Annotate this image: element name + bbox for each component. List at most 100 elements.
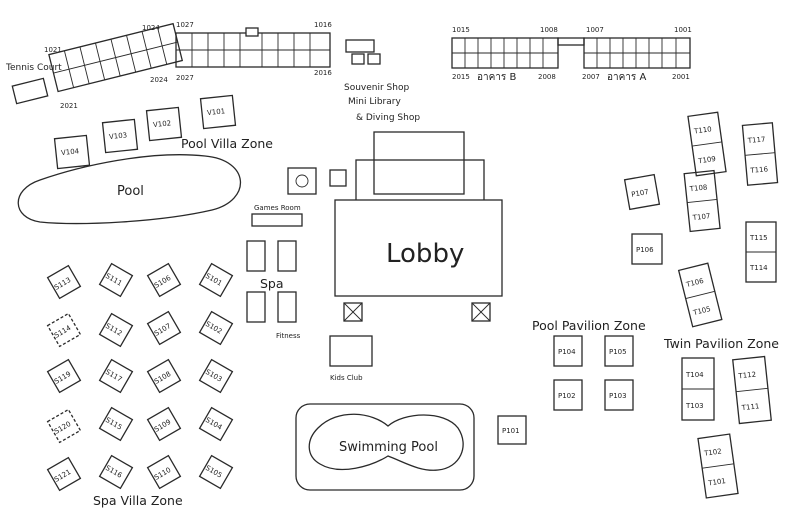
planter <box>343 302 363 322</box>
unit-label: T114 <box>749 264 768 272</box>
pool-pavilion-zone-label: Pool Pavilion Zone <box>532 318 646 333</box>
pavilion-label: P105 <box>609 348 627 356</box>
building-b: 1015 1008 2015 2008 อาคาร B <box>451 26 559 83</box>
unit-label: T108 <box>688 183 707 193</box>
spa-villa-label: S109 <box>153 418 172 434</box>
spa-villa-label: S117 <box>104 368 123 384</box>
unit-label: T110 <box>693 125 713 136</box>
room-number: 1024 <box>142 24 160 32</box>
north-west-block: 1021 1024 2021 2024 <box>44 22 184 110</box>
lobby: Lobby <box>334 131 503 322</box>
spa-villa: S108 <box>146 358 182 394</box>
swimming-pool: Swimming Pool <box>295 403 475 491</box>
room-number: 1027 <box>176 21 194 29</box>
fitness-label: Fitness <box>276 332 301 340</box>
pavilion-label: P101 <box>502 427 520 435</box>
building-a-label: อาคาร A <box>607 72 646 83</box>
pool-pavilion-zone: Pool Pavilion Zone P104 P105 P102 P103 P… <box>497 173 663 445</box>
pavilion: P104 <box>553 335 583 367</box>
spa-villa-label: S106 <box>153 274 173 290</box>
pavilion: P105 <box>604 335 634 367</box>
spa: Spa Fitness <box>246 240 301 340</box>
room-number: 1016 <box>314 21 332 29</box>
twin-pavilion-zone: Twin Pavilion Zone T110 T109 T117 T116 T… <box>663 111 779 499</box>
room-number: 1001 <box>674 26 692 34</box>
unit-label: T109 <box>697 155 717 166</box>
pavilion: P103 <box>604 379 634 411</box>
souvenir-shop: Souvenir Shop Mini Library & Diving Shop <box>344 39 420 123</box>
souvenir-shop-label: Souvenir Shop <box>344 83 409 93</box>
pavilion: P106 <box>631 233 663 265</box>
spa-villa-label: S102 <box>204 320 223 336</box>
building-a: 1007 1001 2007 2001 อาคาร A <box>582 26 692 83</box>
spa-villa-zone: S113 S111 S106 S101 S114 S112 S107 S102 … <box>46 262 234 508</box>
unit-label: T117 <box>746 135 765 145</box>
spa-villa: S109 <box>146 406 182 442</box>
twin-pavilion: T102 T101 <box>697 433 739 499</box>
unit-label: T107 <box>691 212 710 222</box>
spa-villa: S104 <box>198 406 234 442</box>
spa-villa-label: S114 <box>53 324 73 340</box>
villa-pool: Pool <box>17 154 242 225</box>
pool-label: Pool <box>117 184 144 199</box>
room-number: 2027 <box>176 74 194 82</box>
pool-villa-zone-label: Pool Villa Zone <box>181 136 273 151</box>
spa-villa: S115 <box>98 406 134 442</box>
room-number: 2008 <box>538 73 556 81</box>
spa-villa: S116 <box>98 454 134 490</box>
spa-villa-label: S121 <box>53 468 72 484</box>
villa: V102 <box>145 106 183 142</box>
pavilion: P107 <box>623 173 661 211</box>
room-number: 1007 <box>586 26 604 34</box>
spa-villa: S106 <box>146 262 182 298</box>
pavilion: P101 <box>497 415 527 445</box>
twin-pavilion: T106 T105 <box>677 262 723 328</box>
games-room: Games Room <box>251 167 347 227</box>
kids-club-label: Kids Club <box>330 374 363 382</box>
pavilion-label: P102 <box>558 392 576 400</box>
twin-pavilion-zone-label: Twin Pavilion Zone <box>663 336 779 351</box>
connector <box>557 37 585 46</box>
twin-pavilion: T104 T103 <box>681 357 715 421</box>
room-number: 2007 <box>582 73 600 81</box>
spa-villa-label: S119 <box>53 370 72 386</box>
villa: V103 <box>101 118 139 154</box>
tennis-court: Tennis Court <box>5 63 62 105</box>
spa-villa: S114 <box>46 312 82 348</box>
diving-shop-label: & Diving Shop <box>356 113 420 123</box>
pavilion-label: P103 <box>609 392 627 400</box>
spa-villa-label: S116 <box>104 464 124 480</box>
room-number: 1015 <box>452 26 470 34</box>
lobby-label: Lobby <box>386 239 464 269</box>
room-number: 2016 <box>314 69 332 77</box>
pavilion-label: P107 <box>631 188 650 199</box>
spa-villa: S103 <box>198 358 234 394</box>
room-number: 2024 <box>150 76 168 84</box>
spa-villa: S110 <box>146 454 182 490</box>
spa-villa: S107 <box>146 310 182 346</box>
villa-label: V103 <box>109 131 128 141</box>
room-number: 1008 <box>540 26 558 34</box>
spa-villa: S120 <box>46 408 82 444</box>
room-number: 2021 <box>60 102 78 110</box>
spa-villa-label: S103 <box>204 368 223 384</box>
games-room-label: Games Room <box>254 204 301 212</box>
unit-label: T111 <box>740 402 759 412</box>
twin-pavilion: T110 T109 <box>687 111 727 177</box>
twin-pavilion: T117 T116 <box>741 122 779 186</box>
building-b-label: อาคาร B <box>477 72 516 83</box>
planter <box>471 302 491 322</box>
spa-villa-label: S107 <box>153 322 172 338</box>
pavilion: P102 <box>553 379 583 411</box>
spa-villa-label: S112 <box>104 322 123 338</box>
spa-villa-zone-label: Spa Villa Zone <box>93 493 183 508</box>
spa-villa-label: S120 <box>53 420 72 436</box>
kids-club: Kids Club <box>329 335 373 382</box>
unit-label: T103 <box>685 402 704 410</box>
spa-villa-label: S104 <box>204 416 224 432</box>
spa-villa: S105 <box>198 454 234 490</box>
spa-villa-label: S111 <box>104 272 123 288</box>
unit-label: T104 <box>685 371 704 379</box>
spa-villa: S112 <box>98 312 134 348</box>
